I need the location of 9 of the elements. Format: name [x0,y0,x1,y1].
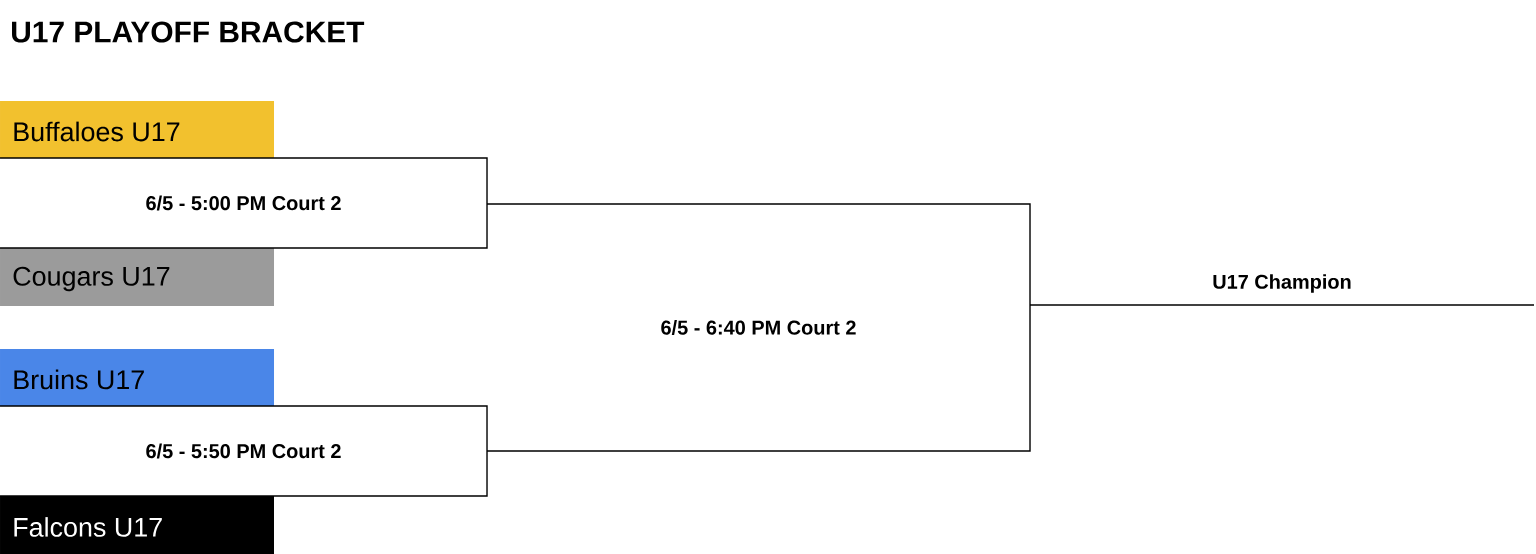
team-box: Buffaloes U17 [0,101,274,158]
team-box: Bruins U17 [0,349,274,406]
title: U17 PLAYOFF BRACKET [12,21,365,43]
bracket-box: 6/5 - 5:50 PM Court 2 [0,405,488,497]
bracket-box: 6/5 - 6:40 PM Court 2 [486,203,1031,452]
team-box: Cougars U17 [0,248,274,306]
team-box: Falcons U17 [0,496,274,554]
bracket-box: 6/5 - 5:00 PM Court 2 [0,157,488,249]
winner-line: U17 Champion [1029,274,1535,306]
